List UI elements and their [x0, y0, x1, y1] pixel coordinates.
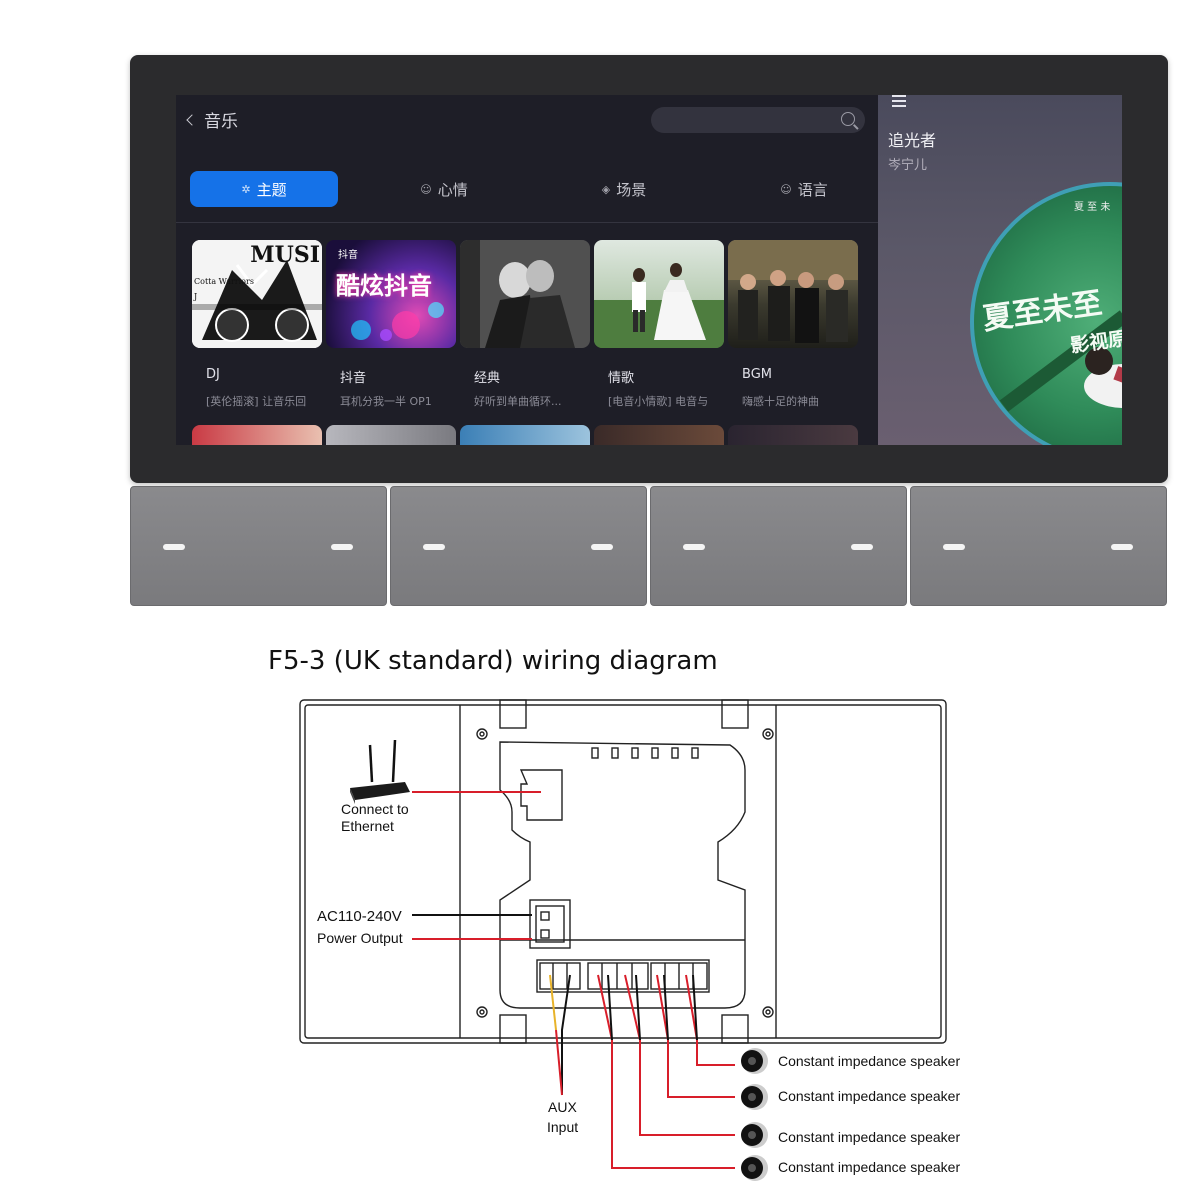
search-input[interactable] — [651, 107, 865, 133]
playlist-card-bgm[interactable]: BGM 嗨感十足的神曲 — [728, 240, 858, 408]
tab-label: 主题 — [256, 180, 287, 199]
cover-subtext: 抖音 — [338, 250, 358, 261]
cover-text: 酷炫抖音 — [336, 272, 432, 300]
indicator-light — [163, 544, 185, 550]
key-2[interactable] — [390, 486, 647, 606]
divider — [176, 222, 878, 223]
music-browser: 音乐 ✲ 主题 ☺ 心情 ◈ 场景 — [176, 95, 878, 445]
search-icon[interactable] — [841, 112, 855, 126]
card-subtitle: 嗨感十足的神曲 — [742, 395, 819, 408]
playlist-card-partial[interactable] — [728, 425, 858, 445]
mood-icon: ☺ — [420, 182, 432, 196]
key-3[interactable] — [650, 486, 907, 606]
speaker-icon — [741, 1048, 768, 1074]
card-subtitle: [电音小情歌] 电音与 — [608, 395, 709, 408]
tab-language[interactable]: ☺ 语言 — [754, 171, 854, 207]
aux-label: Input — [547, 1119, 579, 1135]
layers-icon: ◈ — [601, 182, 611, 196]
power-label: AC110-240V — [317, 908, 402, 925]
playlist-cover — [728, 240, 858, 348]
card-title: BGM — [742, 367, 772, 382]
indicator-light — [1111, 544, 1133, 550]
tab-scene[interactable]: ◈ 场景 — [574, 171, 674, 207]
page-title: 音乐 — [204, 112, 238, 132]
speaker-label: Constant impedance speaker — [778, 1159, 961, 1175]
playlist-icon[interactable] — [892, 95, 906, 107]
playlist-cover: MUSI Cotta Warriors J — [192, 240, 322, 348]
aux-label: AUX — [548, 1099, 577, 1115]
card-subtitle: 好听到单曲循环... — [474, 395, 562, 408]
indicator-light — [683, 544, 705, 550]
playlist-cover — [460, 240, 590, 348]
card-title: 经典 — [474, 371, 501, 386]
router-icon — [350, 739, 410, 804]
playlist-card-dj[interactable]: MUSI Cotta Warriors J DJ [英伦摇滚] 让音乐回 — [192, 240, 322, 408]
album-art-disc[interactable]: 夏至未至 影视原声 夏 至 未 — [970, 182, 1122, 445]
speaker-label: Constant impedance speaker — [778, 1088, 961, 1104]
indicator-light — [943, 544, 965, 550]
song-title: 追光者 — [888, 131, 937, 150]
indicator-light — [331, 544, 353, 550]
key-1[interactable] — [130, 486, 387, 606]
speaker-icon — [741, 1084, 768, 1110]
card-subtitle: 耳机分我一半 OP1 — [340, 395, 432, 408]
playlist-cover — [594, 240, 724, 348]
speaker-label: Constant impedance speaker — [778, 1053, 961, 1069]
category-tabs: ✲ 主题 ☺ 心情 ◈ 场景 ☺ 语言 — [176, 171, 878, 207]
tab-label: 语言 — [797, 180, 828, 199]
playlist-card-douyin[interactable]: 抖音 酷炫抖音 抖音 耳机分我一半 OP1 — [326, 240, 456, 408]
back-button[interactable]: 音乐 — [186, 107, 238, 132]
speaker-label: Constant impedance speaker — [778, 1129, 961, 1145]
device-screen: 音乐 ✲ 主题 ☺ 心情 ◈ 场景 — [176, 95, 1122, 445]
song-artist: 岑宁儿 — [888, 158, 928, 173]
theme-icon: ✲ — [241, 182, 251, 196]
power-label: Power Output — [317, 930, 403, 946]
cover-text: MUSI — [250, 242, 320, 268]
playlist-cover: 抖音 酷炫抖音 — [326, 240, 456, 348]
album-top-text: 夏 至 未 — [1074, 202, 1111, 213]
language-icon: ☺ — [780, 182, 792, 196]
now-playing-panel: 追光者 岑宁儿 夏至未至 影视原声 夏 至 未 — [878, 95, 1122, 445]
indicator-light — [423, 544, 445, 550]
indicator-light — [591, 544, 613, 550]
tab-label: 心情 — [437, 180, 468, 199]
key-4[interactable] — [910, 486, 1167, 606]
indicator-light — [851, 544, 873, 550]
card-title: 情歌 — [608, 371, 635, 386]
top-bar: 音乐 — [176, 95, 878, 145]
playlist-card-partial[interactable] — [594, 425, 724, 445]
tab-label: 场景 — [616, 180, 647, 199]
speaker-icon — [741, 1122, 768, 1148]
playlist-card-love[interactable]: 情歌 [电音小情歌] 电音与 — [594, 240, 724, 408]
diagram-title: F5-3 (UK standard) wiring diagram — [268, 646, 718, 676]
card-subtitle: [英伦摇滚] 让音乐回 — [206, 395, 307, 408]
playlist-card-partial[interactable] — [460, 425, 590, 445]
tab-mood[interactable]: ☺ 心情 — [394, 171, 494, 207]
ethernet-label: Connect to — [341, 801, 409, 817]
physical-keys — [130, 486, 1168, 606]
card-title: 抖音 — [340, 371, 367, 386]
card-title: DJ — [206, 367, 220, 382]
playlist-card-classic[interactable]: 经典 好听到单曲循环... — [460, 240, 590, 408]
speaker-icon — [741, 1155, 768, 1181]
playlist-card-partial[interactable] — [326, 425, 456, 445]
ethernet-label: Ethernet — [341, 818, 394, 834]
tab-theme[interactable]: ✲ 主题 — [190, 171, 338, 207]
cover-subtext: Cotta Warriors J — [194, 277, 254, 302]
playlist-card-partial[interactable] — [192, 425, 322, 445]
